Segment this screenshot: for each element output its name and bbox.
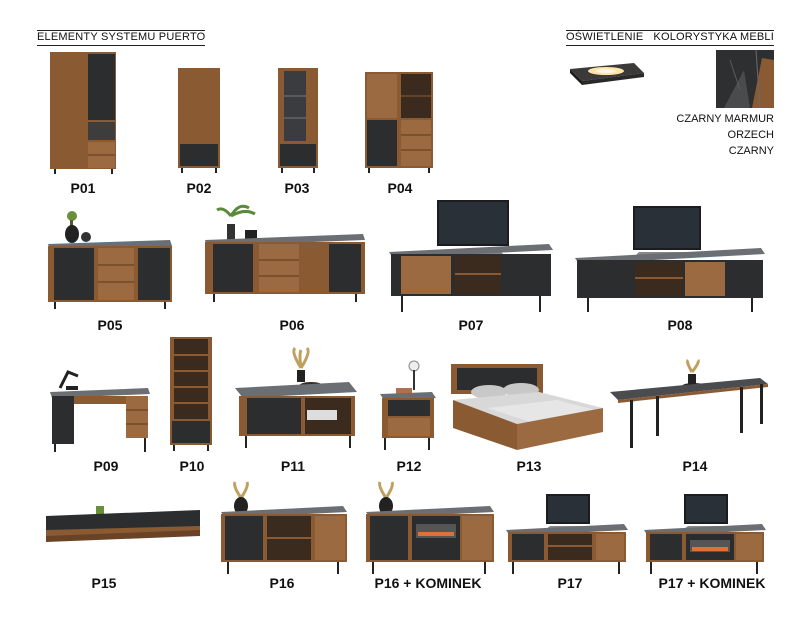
p07-label: P07	[458, 317, 484, 333]
p03-label: P03	[284, 180, 310, 196]
p06-label: P06	[279, 317, 305, 333]
p07-image	[389, 200, 555, 316]
p17-image	[506, 494, 630, 578]
p15-label: P15	[91, 575, 117, 591]
lighting-title: OŚWIETLENIE	[566, 31, 644, 43]
p16-image	[221, 480, 349, 576]
led-light-image	[566, 55, 646, 87]
p02-label: P02	[186, 180, 212, 196]
color-list: CZARNY MARMUR ORZECH CZARNY	[676, 111, 774, 159]
p13-label: P13	[516, 458, 542, 474]
right-header: OŚWIETLENIE KOLORYSTYKA MEBLI	[566, 30, 774, 46]
p11-label: P11	[280, 458, 306, 474]
p14-image	[610, 358, 770, 452]
p12-image	[380, 358, 440, 454]
p02-image	[178, 68, 222, 174]
p15-image	[46, 502, 204, 548]
system-title: ELEMENTY SYSTEMU PUERTO	[37, 30, 206, 46]
p03-image	[278, 68, 320, 174]
color-name-marble: CZARNY MARMUR	[676, 113, 774, 125]
p08-label: P08	[667, 317, 693, 333]
color-name-walnut: ORZECH	[727, 129, 774, 141]
p17-label: P17	[557, 575, 583, 591]
p10-image	[170, 337, 214, 453]
p05-image	[46, 210, 174, 312]
p13-image	[447, 362, 607, 454]
color-title: KOLORYSTYKA MEBLI	[653, 31, 774, 43]
color-swatch	[716, 49, 774, 109]
p16-kominek-label: P16 + KOMINEK	[374, 575, 482, 591]
p04-image	[365, 72, 435, 174]
p14-label: P14	[682, 458, 708, 474]
p04-label: P04	[387, 180, 413, 196]
p09-label: P09	[93, 458, 119, 474]
p08-image	[575, 206, 765, 316]
p17-kominek-label: P17 + KOMINEK	[658, 575, 766, 591]
p17-kominek-image	[644, 494, 768, 578]
p11-image	[235, 346, 359, 450]
p06-image	[205, 200, 367, 306]
p01-label: P01	[70, 180, 96, 196]
p16-label: P16	[269, 575, 295, 591]
p05-label: P05	[97, 317, 123, 333]
p01-image	[50, 52, 118, 174]
p10-label: P10	[179, 458, 205, 474]
p09-image	[50, 362, 152, 454]
p16-kominek-image	[366, 480, 496, 576]
p12-label: P12	[396, 458, 422, 474]
color-name-black: CZARNY	[728, 145, 774, 157]
